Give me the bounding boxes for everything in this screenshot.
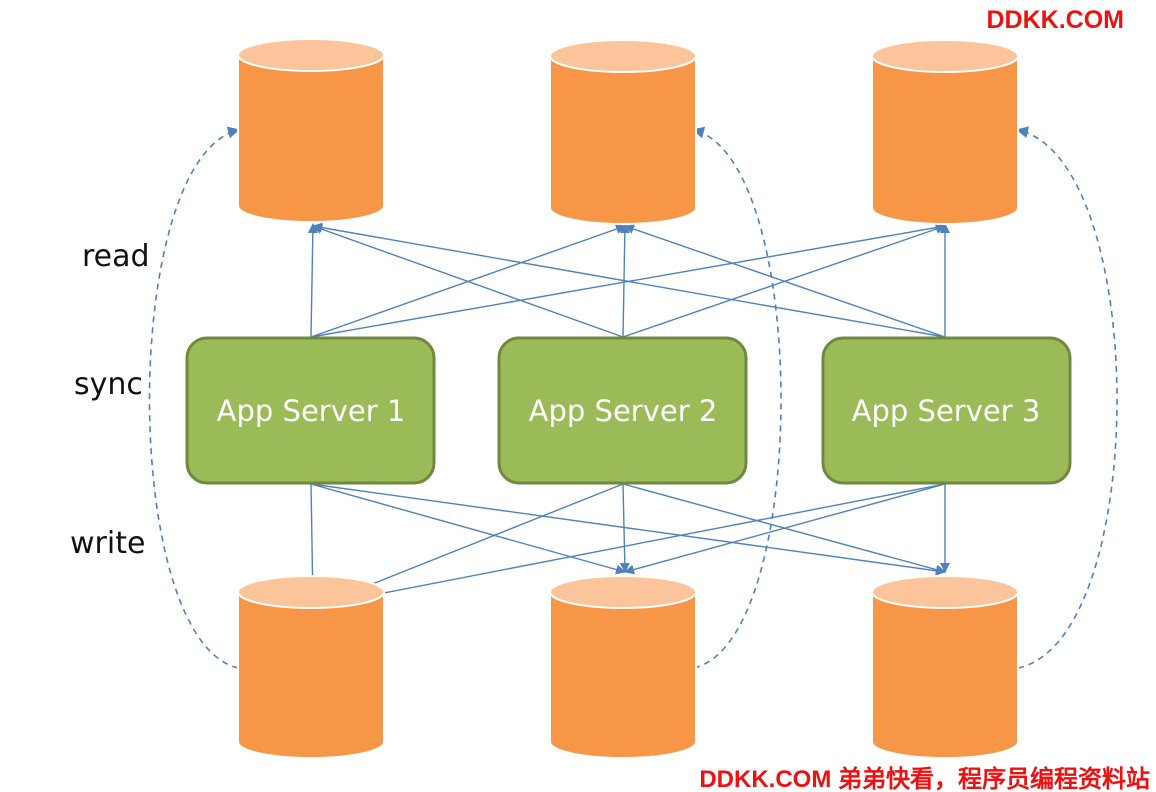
read-database-2 bbox=[549, 39, 697, 225]
sync-label: sync bbox=[74, 367, 143, 402]
app-server-3: App Server 3 bbox=[821, 336, 1072, 485]
write-label: write bbox=[70, 526, 145, 561]
write-database-1 bbox=[237, 575, 385, 759]
sync-connector-1 bbox=[148, 126, 240, 669]
watermark-bottom: DDKK.COM 弟弟快看，程序员编程资料站 bbox=[699, 765, 1150, 792]
read-arrow bbox=[307, 223, 318, 338]
app-server-3-label: App Server 3 bbox=[852, 394, 1041, 428]
read-label: read bbox=[82, 239, 150, 274]
write-arrow bbox=[316, 483, 946, 610]
sync-connector-2 bbox=[692, 126, 782, 669]
sync-connectors bbox=[148, 126, 1118, 669]
write-arrow bbox=[310, 483, 626, 575]
read-arrow bbox=[312, 224, 624, 338]
read-arrow bbox=[624, 224, 946, 338]
read-arrow bbox=[312, 222, 946, 338]
write-arrow bbox=[619, 483, 630, 573]
app-server-2-label: App Server 2 bbox=[529, 394, 718, 428]
app-server-1-label: App Server 1 bbox=[217, 394, 406, 428]
watermark-top: DDKK.COM bbox=[987, 6, 1125, 34]
read-database-1 bbox=[237, 38, 385, 223]
write-arrow bbox=[310, 483, 946, 576]
write-arrow bbox=[624, 483, 946, 575]
app-server-1: App Server 1 bbox=[185, 336, 436, 485]
read-database-3 bbox=[871, 39, 1019, 225]
sync-connector-3 bbox=[1016, 126, 1118, 669]
write-database-2 bbox=[549, 575, 697, 759]
write-database-3 bbox=[871, 575, 1019, 759]
read-connectors bbox=[307, 222, 950, 338]
app-server-2: App Server 2 bbox=[497, 336, 748, 485]
